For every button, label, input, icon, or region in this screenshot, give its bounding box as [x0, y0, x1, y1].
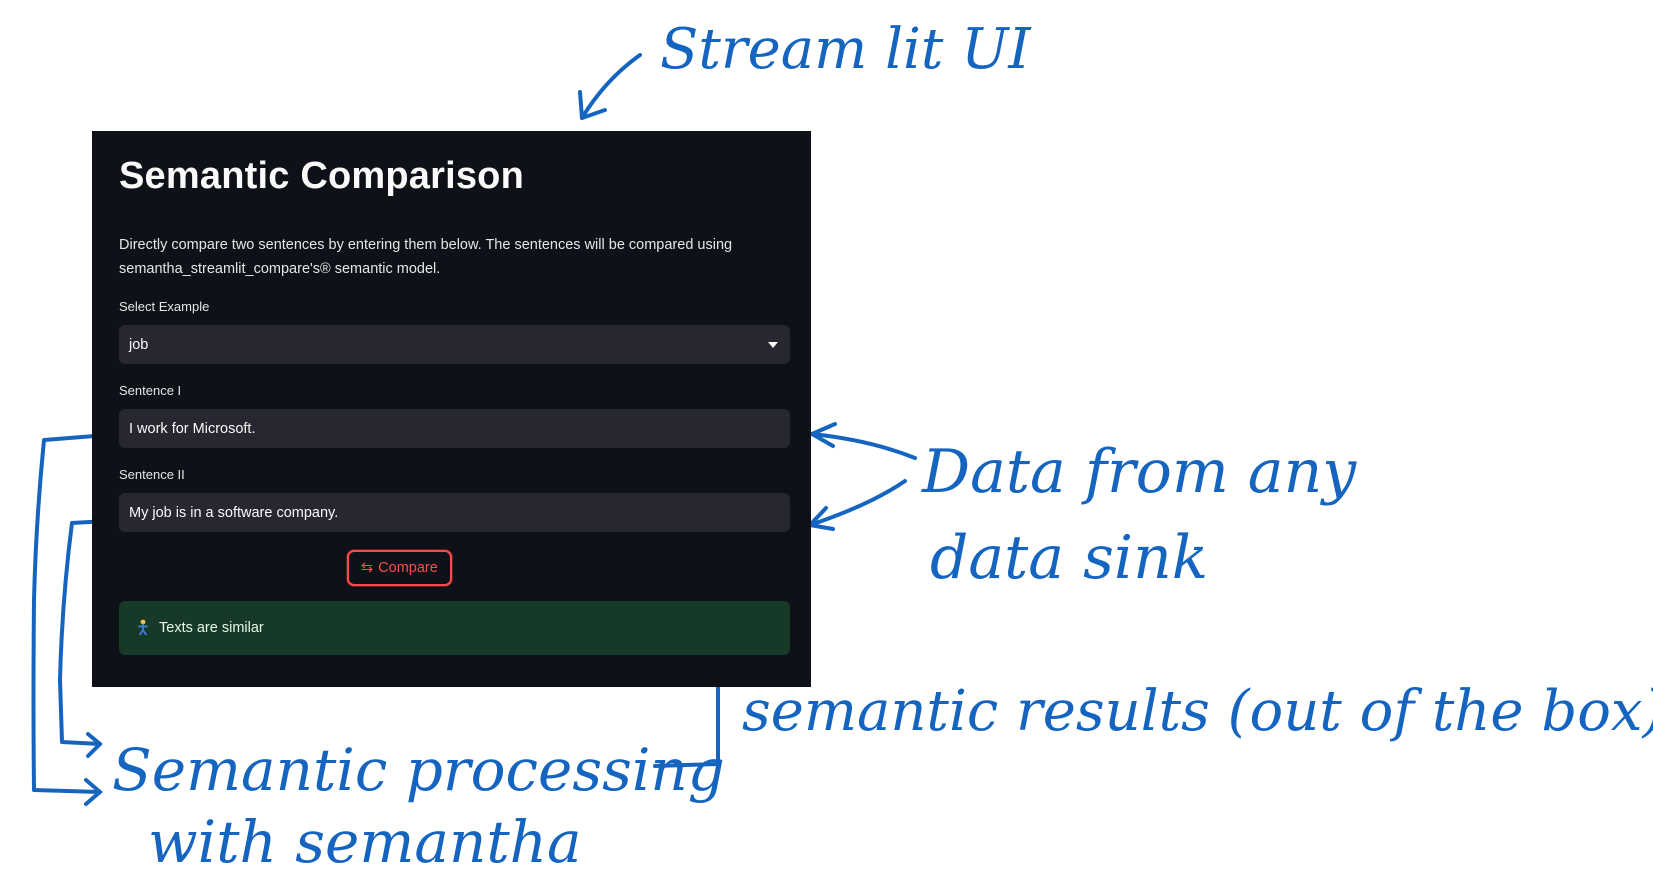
swap-arrows-icon: ⇆ — [361, 560, 374, 576]
annotation-streamlit-ui: Stream lit UI — [660, 17, 1032, 82]
annotation-data-line-two: data sink — [930, 523, 1208, 593]
compare-button-label: Compare — [378, 560, 438, 576]
sentence-one-label: Sentence I — [119, 383, 182, 398]
bracket-from-sentence-two — [58, 518, 126, 758]
sentence-two-value: My job is in a software company. — [129, 504, 339, 521]
select-example-label: Select Example — [119, 299, 210, 314]
result-alert: Texts are similar — [119, 601, 790, 655]
sentence-two-label: Sentence II — [119, 467, 185, 482]
chevron-down-icon[interactable] — [768, 342, 778, 348]
streamlit-app-panel: Semantic Comparison Directly compare two… — [92, 131, 811, 687]
sentence-one-value: I work for Microsoft. — [129, 420, 256, 437]
arrow-to-ui — [578, 53, 642, 120]
example-select-value: job — [129, 336, 149, 353]
example-select[interactable]: job — [119, 325, 790, 364]
sentence-one-input[interactable]: I work for Microsoft. — [119, 409, 790, 448]
bracket-from-sentence-one — [31, 432, 122, 806]
arrow-to-sentence-one — [810, 422, 917, 460]
annotation-semantic-results: semantic results (out of the box) — [742, 679, 1653, 744]
annotation-data-line-one: Data from any — [921, 437, 1357, 507]
result-text: Texts are similar — [159, 620, 264, 636]
person-icon — [137, 619, 149, 638]
arrow-to-sentence-two — [808, 479, 907, 531]
annotation-processing-line-one: Semantic processing — [112, 736, 725, 804]
page-title: Semantic Comparison — [119, 155, 525, 197]
annotation-processing-line-two: with semantha — [148, 808, 582, 876]
sentence-two-input[interactable]: My job is in a software company. — [119, 493, 790, 532]
compare-button[interactable]: ⇆ Compare — [347, 550, 452, 586]
page-description: Directly compare two sentences by enteri… — [119, 237, 733, 277]
